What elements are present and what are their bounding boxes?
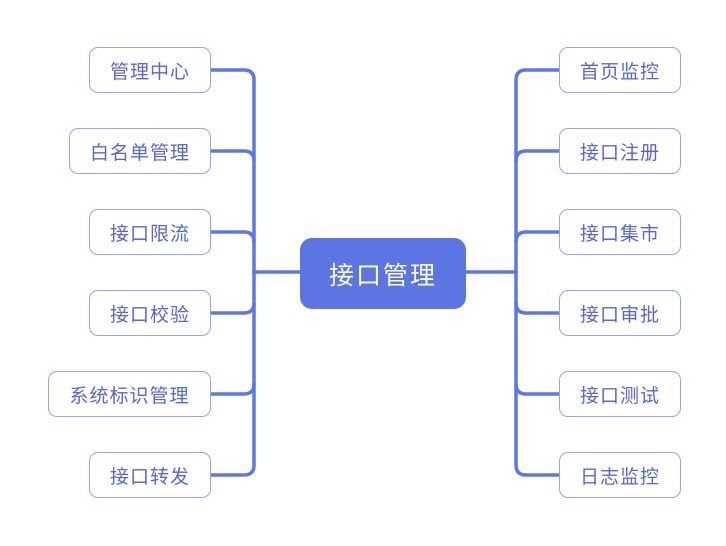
connector-left-6 — [209, 270, 256, 477]
connector-right-1 — [514, 68, 561, 274]
right-topic-log-monitoring[interactable]: 日志监控 — [559, 452, 681, 498]
connector-left-1 — [209, 68, 256, 274]
left-topic-management-center[interactable]: 管理中心 — [89, 47, 211, 93]
connector-left-4 — [209, 301, 256, 315]
connector-right-5 — [514, 382, 561, 396]
right-topic-home-monitoring[interactable]: 首页监控 — [559, 47, 681, 93]
connector-left-3 — [209, 230, 256, 244]
left-topic-whitelist-management[interactable]: 白名单管理 — [69, 128, 211, 174]
connector-right-2 — [514, 149, 561, 163]
connector-left-5 — [209, 382, 256, 396]
connector-right-3 — [514, 230, 561, 244]
connector-right-4 — [514, 301, 561, 315]
left-topic-system-id-management[interactable]: 系统标识管理 — [48, 371, 211, 417]
right-topic-marketplace[interactable]: 接口集市 — [559, 209, 681, 255]
right-topic-registration[interactable]: 接口注册 — [559, 128, 681, 174]
right-topic-testing[interactable]: 接口测试 — [559, 371, 681, 417]
left-topic-forwarding[interactable]: 接口转发 — [89, 452, 211, 498]
connector-right-6 — [514, 270, 561, 477]
right-topic-approval[interactable]: 接口审批 — [559, 290, 681, 336]
central-topic[interactable]: 接口管理 — [300, 238, 466, 309]
left-topic-validation[interactable]: 接口校验 — [89, 290, 211, 336]
left-topic-rate-limiting[interactable]: 接口限流 — [89, 209, 211, 255]
connector-left-2 — [209, 149, 256, 163]
